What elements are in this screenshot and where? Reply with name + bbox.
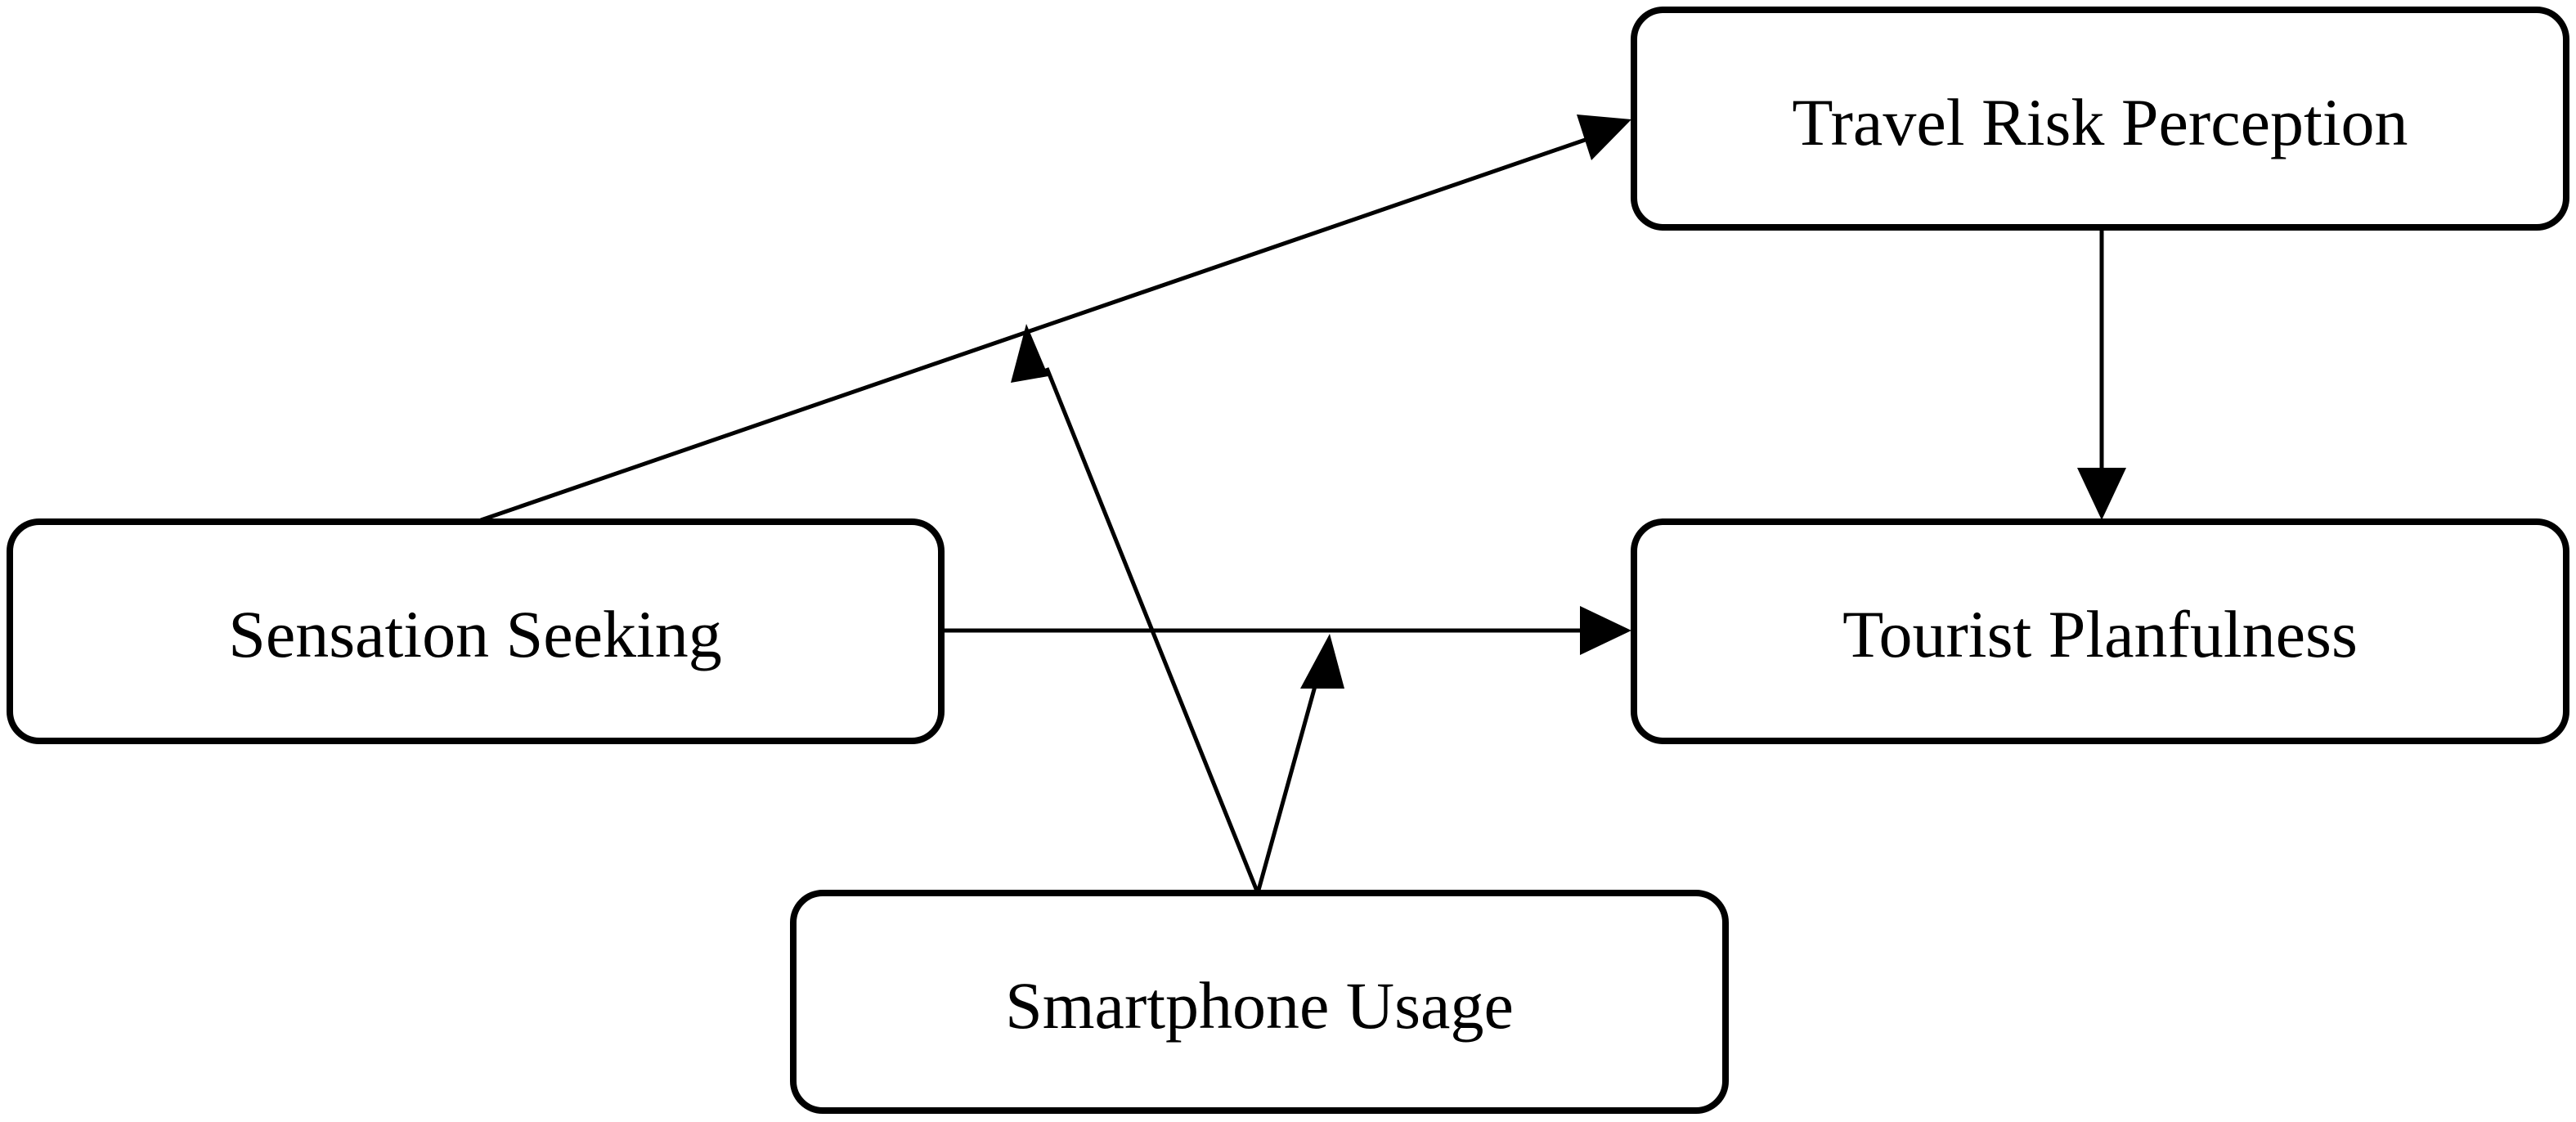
edge-smartphone-usage-moderates-risk-path bbox=[1044, 367, 1260, 894]
node-box-smartphone-usage bbox=[790, 890, 1729, 1114]
node-sensation-seeking: Sensation Seeking bbox=[7, 518, 945, 744]
node-label-smartphone-usage: Smartphone Usage bbox=[1005, 968, 1514, 1043]
node-box-sensation-seeking bbox=[7, 518, 945, 744]
node-tourist-planfulness: Tourist Planfulness bbox=[1631, 518, 2569, 744]
node-label-tourist-planfulness: Tourist Planfulness bbox=[1842, 597, 2358, 671]
arrowhead-travel-risk-perception bbox=[1577, 114, 1631, 160]
edge-smartphone-usage-moderates-planfulness-path bbox=[1255, 680, 1319, 894]
node-travel-risk-perception: Travel Risk Perception bbox=[1631, 7, 2569, 231]
arrowhead-moderation-planfulness-path bbox=[1300, 634, 1344, 689]
node-label-travel-risk-perception: Travel Risk Perception bbox=[1792, 85, 2408, 159]
node-box-tourist-planfulness bbox=[1631, 518, 2569, 744]
edge-sensation-seeking-to-travel-risk-perception bbox=[480, 134, 1595, 523]
edges bbox=[480, 114, 2126, 894]
node-label-sensation-seeking: Sensation Seeking bbox=[228, 597, 722, 671]
arrowhead-moderation-risk-path bbox=[1011, 324, 1048, 383]
node-box-travel-risk-perception bbox=[1631, 7, 2569, 231]
arrowhead-tourist-planfulness-top bbox=[2077, 468, 2126, 520]
node-smartphone-usage: Smartphone Usage bbox=[790, 890, 1729, 1114]
arrowhead-tourist-planfulness-left bbox=[1580, 606, 1631, 655]
